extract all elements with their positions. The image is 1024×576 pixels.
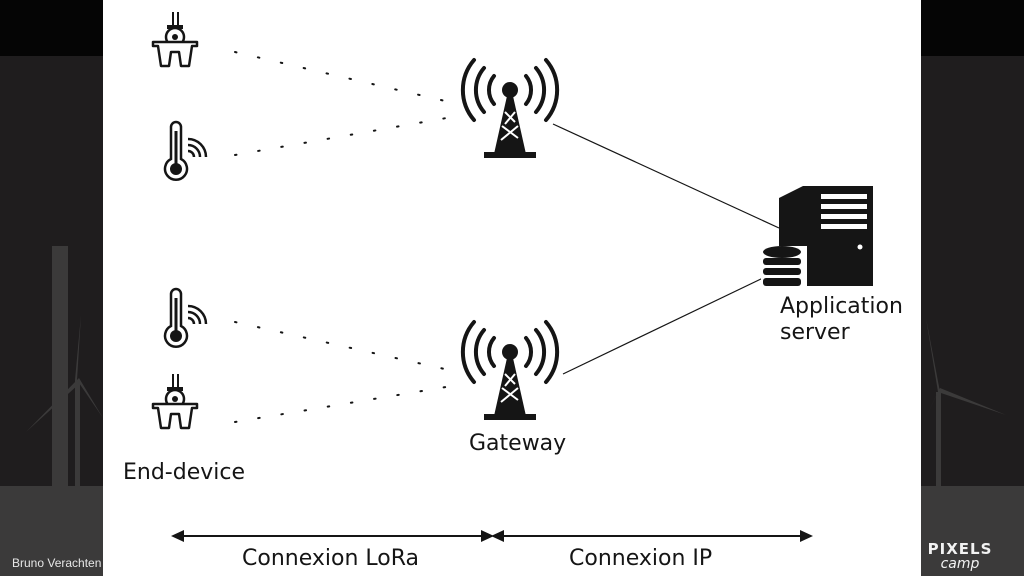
lora-link-dotted [234,321,459,373]
wind-turbine-icon [921,318,1006,490]
brand-logo-line2: camp [940,556,980,572]
lorawan-diagram [151,10,873,542]
ip-link-line [562,277,764,375]
industrial-skyline-right [921,486,1024,576]
ip-link-line [552,123,780,229]
database-icon [761,246,807,286]
lora-span-arrow [171,530,494,542]
industrial-skyline-left [0,486,103,576]
author-name: Bruno Verachten [12,556,102,570]
chimney-left [52,246,68,491]
lora-link-dotted [234,115,459,156]
brand-logo-line1: PIXELS [927,540,993,558]
ip-connection-label: Connexion IP [569,546,713,571]
gripper-icon [151,10,199,68]
slide: End-device Gateway Application server Co… [103,0,921,576]
gripper-icon [151,372,199,430]
application-server-label-line1: Application [780,294,903,319]
wind-turbine-icon [26,315,103,490]
thermometer-icon [163,120,208,182]
end-device-label: End-device [123,460,246,485]
application-server-label-line2: server [780,320,850,345]
antenna-tower-icon [460,58,560,160]
lora-connection-label: Connexion LoRa [242,546,419,571]
antenna-tower-icon [460,320,560,422]
ip-span-arrow [491,530,813,542]
lora-link-dotted [234,384,459,423]
thermometer-icon [163,287,208,349]
gateway-label: Gateway [469,431,567,456]
lora-link-dotted [234,51,459,105]
application-server-label: Application server [780,294,920,346]
brand-logo: PIXELS camp [924,541,996,571]
